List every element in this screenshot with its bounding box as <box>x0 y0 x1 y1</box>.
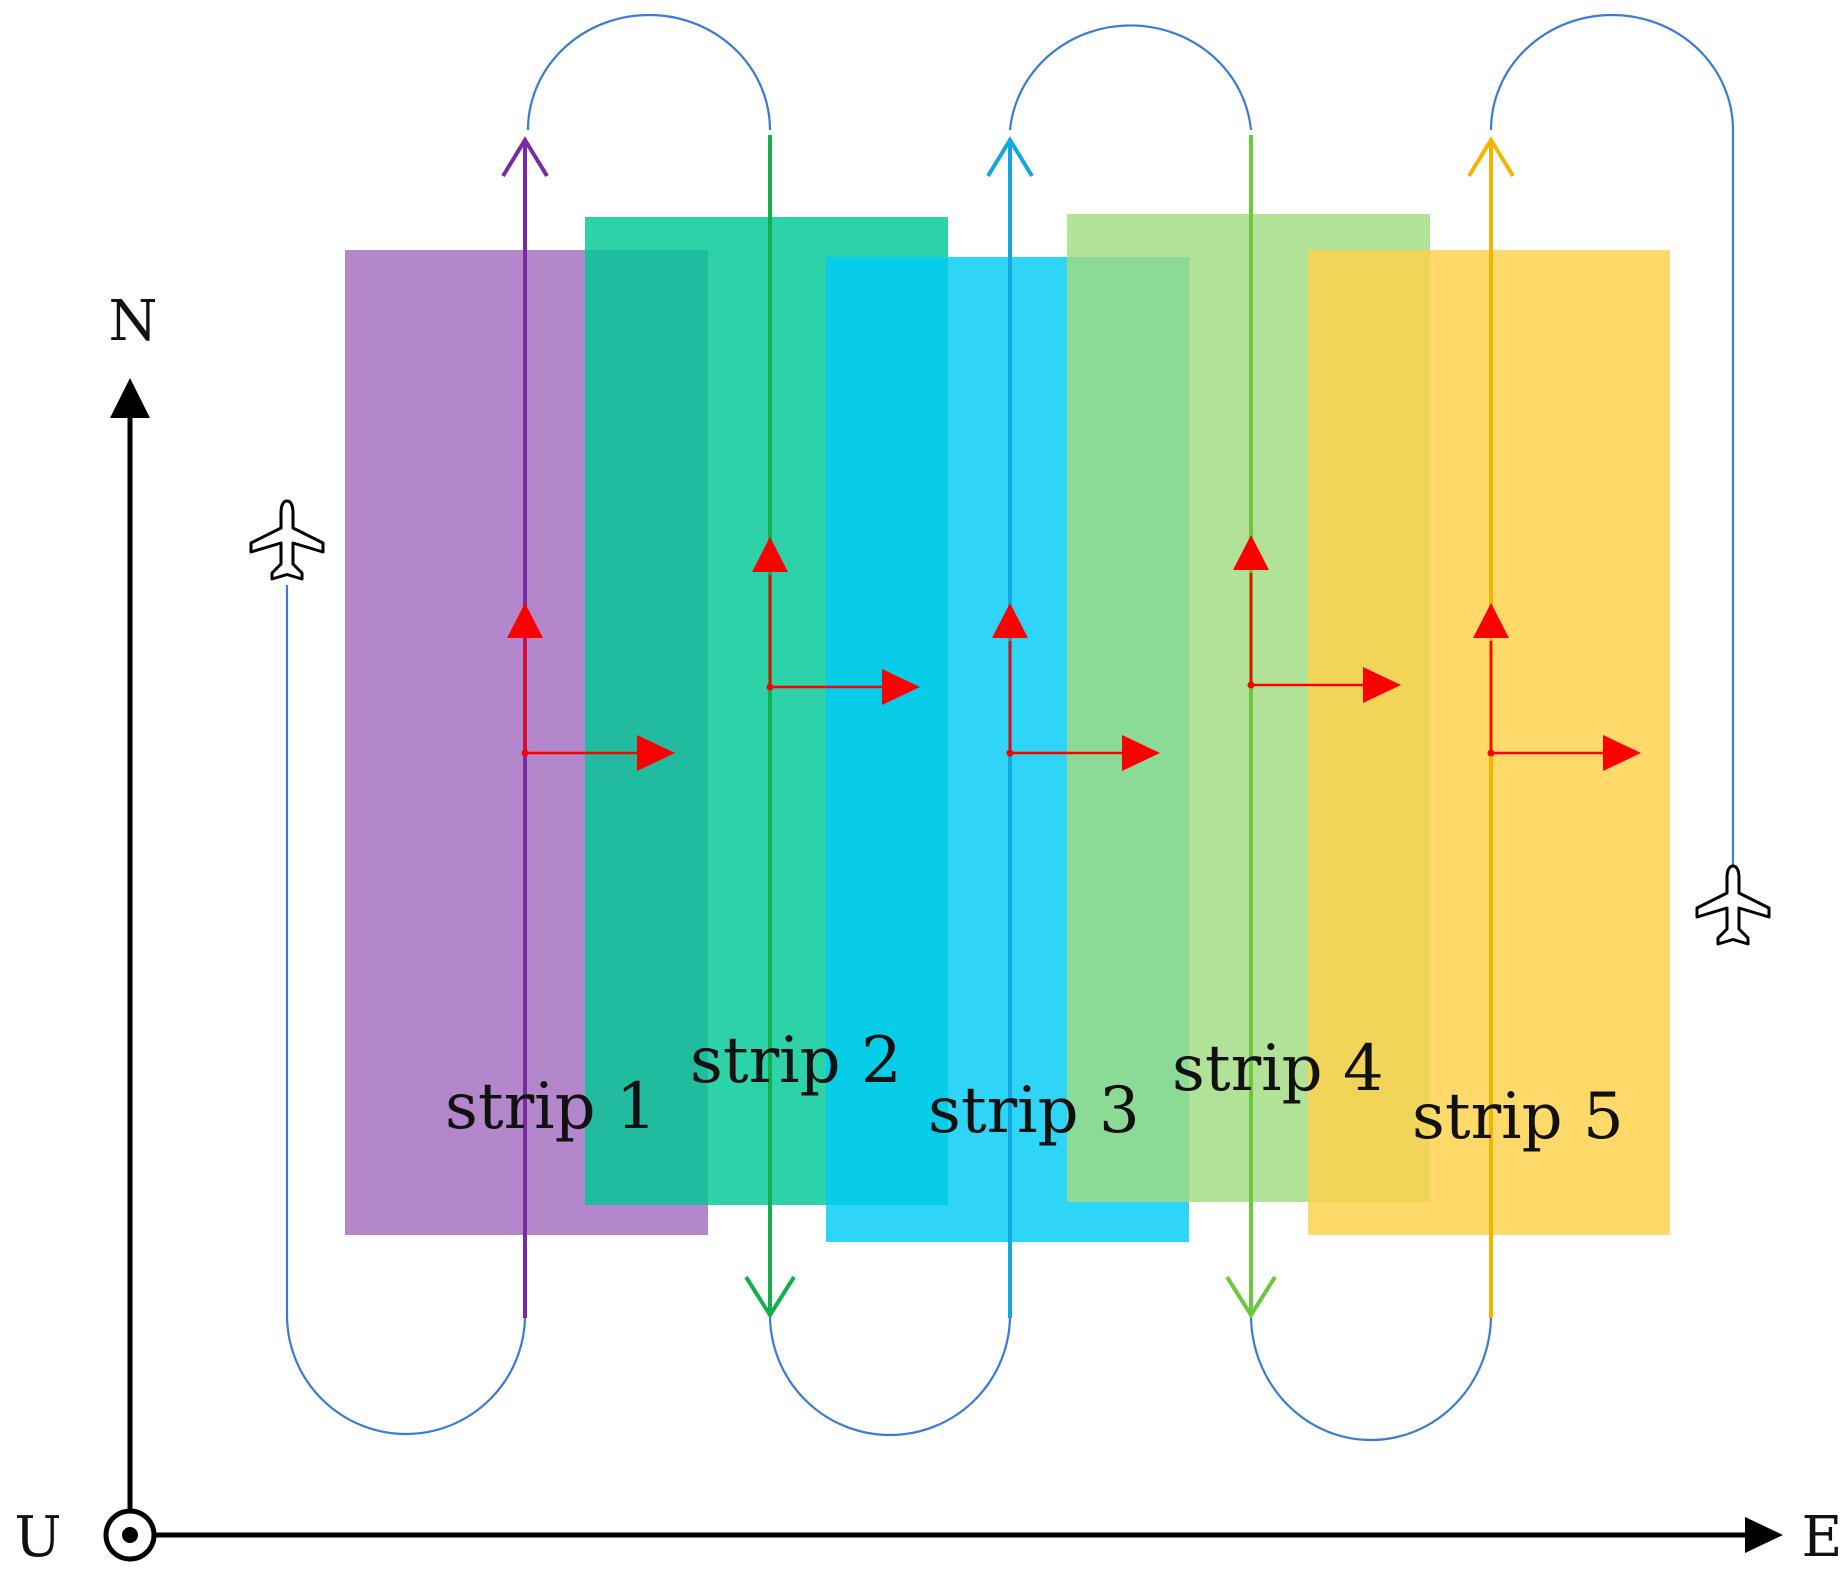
flight-path-turn-2 <box>526 13 772 131</box>
strip-1-body-frame <box>507 603 675 771</box>
body-frame-forward-arrowhead <box>1473 603 1509 638</box>
strip-3-label: strip 3 <box>928 1074 1140 1148</box>
body-frame-right-arrowhead <box>1603 735 1641 771</box>
north-axis-arrowhead <box>110 378 150 418</box>
body-frame-origin <box>521 749 529 757</box>
north-label: N <box>109 289 158 354</box>
airplane-icon <box>1695 864 1771 946</box>
body-frame-right-arrowhead <box>1122 735 1160 771</box>
strip-5-body-frame <box>1473 603 1641 771</box>
flight-path-turn-6 <box>1489 13 1735 131</box>
body-frame-origin <box>1487 749 1495 757</box>
strip-2-label: strip 2 <box>690 1024 902 1098</box>
flight-path-turn-5 <box>1249 1314 1493 1442</box>
body-frame-right-arrowhead <box>1363 667 1401 703</box>
strip-4-label: strip 4 <box>1172 1032 1384 1106</box>
up-label: U <box>14 1505 61 1570</box>
strip-5-label: strip 5 <box>1412 1080 1624 1154</box>
body-frame-right-arrowhead <box>637 735 675 771</box>
body-frames <box>507 535 1641 771</box>
east-label: E <box>1802 1505 1843 1570</box>
airplane-icon <box>249 499 325 581</box>
body-frame-origin <box>1247 681 1255 689</box>
strip-1-label: strip 1 <box>445 1070 657 1144</box>
strip-4-flight-line <box>1225 135 1277 1319</box>
flight-path-turn-1 <box>285 1314 527 1436</box>
east-axis-arrowhead <box>1745 1517 1783 1553</box>
strip-3-body-frame <box>992 603 1160 771</box>
neu-axes: N E U <box>14 289 1842 1570</box>
strip-labels: strip 1 strip 2 strip 3 strip 4 strip 5 <box>445 1024 1624 1154</box>
body-frame-right-arrowhead <box>882 669 920 705</box>
flight-path-turn-3 <box>768 1314 1012 1437</box>
body-frame-origin <box>766 683 774 691</box>
flight-path-turn-4 <box>1008 24 1253 131</box>
flight-path <box>285 13 1735 1442</box>
strip-2-flight-line <box>744 135 796 1319</box>
body-frame-forward-arrowhead <box>507 603 543 638</box>
body-frame-forward-arrowhead <box>1233 535 1269 570</box>
body-frame-forward-arrowhead <box>992 603 1028 638</box>
up-axis-dot <box>122 1527 138 1543</box>
strip-4-body-frame <box>1233 535 1401 703</box>
body-frame-origin <box>1006 749 1014 757</box>
strip-2-body-frame <box>752 537 920 705</box>
body-frame-forward-arrowhead <box>752 537 788 572</box>
